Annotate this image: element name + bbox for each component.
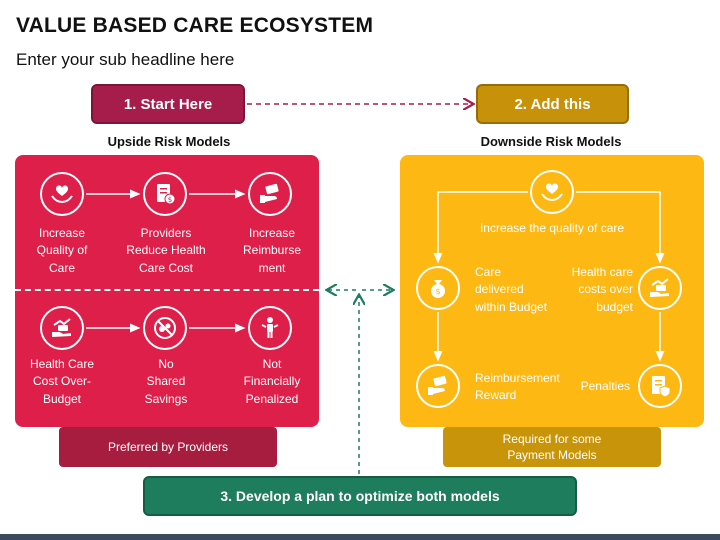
hand-money-trend-icon [40,306,84,350]
upside-item-6-text: Not Financially Penalized [243,357,301,406]
document-cost-icon: $ [143,172,187,216]
downside-top-text: Increase the quality of care [479,221,625,235]
footer-bar [0,534,720,540]
downside-footer: Required for some Payment Models [443,427,661,467]
step-add-this: 2. Add this [476,84,629,124]
downside-left-bottom-text: Reimbursement Reward [475,371,560,403]
upside-divider [15,289,319,291]
step-start-here: 1. Start Here [91,84,245,124]
upside-item-5-text: No Shared Savings [144,357,188,406]
upside-item-3-text: Increase Reimburse ment [242,226,302,275]
heart-hands-icon [40,172,84,216]
upside-item-4-text: Health Care Cost Over- Budget [29,357,95,406]
upside-heading: Upside Risk Models [107,134,231,149]
money-bag-icon: $ [416,266,460,310]
upside-item-1-text: Increase Quality of Care [36,226,88,275]
page-title: VALUE BASED CARE ECOSYSTEM [16,14,374,37]
money-hand-icon [248,172,292,216]
step-develop-plan: 3. Develop a plan to optimize both model… [143,476,577,516]
page-subtitle: Enter your sub headline here [16,50,235,69]
upside-item-2-text: Providers Reduce Health Care Cost [126,226,206,275]
no-savings-icon [143,306,187,350]
downside-heading: Downside Risk Models [480,134,622,149]
downside-right-bottom-text: Penalties [580,379,630,393]
downside-right-mid-text: Health care costs over budget [571,265,633,314]
downside-left-mid-text: Care delivered within Budget [475,265,548,314]
heart-hands-icon [530,170,574,214]
document-shield-icon [638,364,682,408]
upside-footer: Preferred by Providers [59,427,277,467]
svg-text:$: $ [435,287,440,296]
svg-text:$: $ [168,196,172,204]
person-icon [248,306,292,350]
money-hand-icon [416,364,460,408]
hand-money-trend-icon [638,266,682,310]
